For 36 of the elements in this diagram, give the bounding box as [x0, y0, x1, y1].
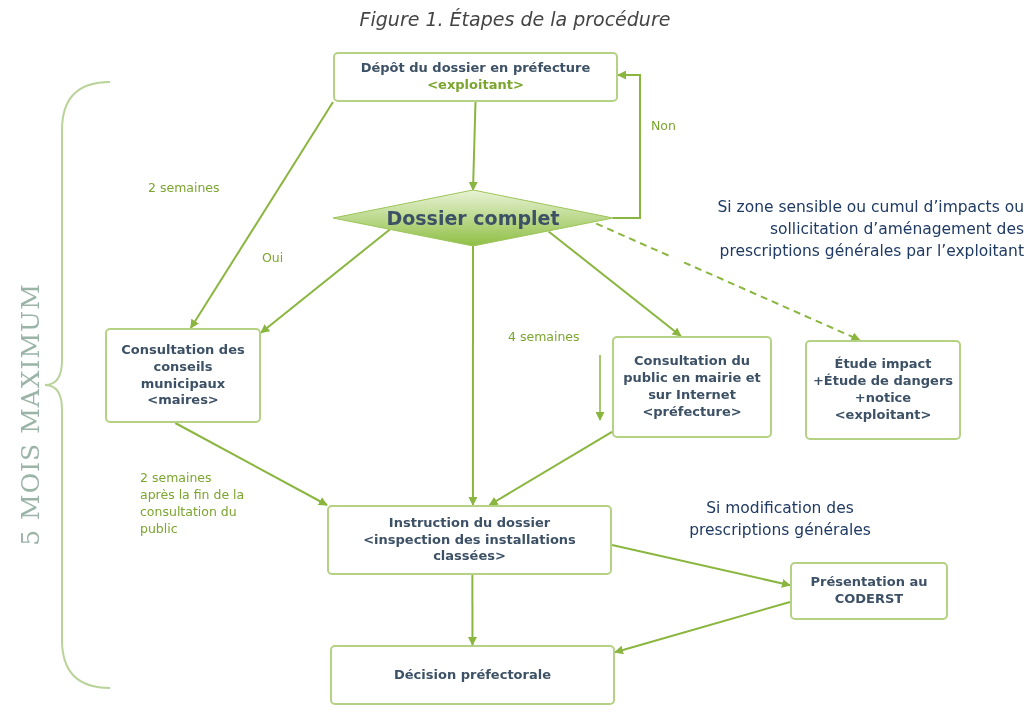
node-text: Instruction du dossier [388, 514, 551, 532]
process-box [105, 328, 261, 423]
process-box [612, 336, 772, 438]
arrow [611, 543, 791, 588]
node-text: Consultation du public en mairie et sur Internet [622, 353, 762, 404]
node-text: <exploitant> [427, 77, 524, 94]
arrow [468, 245, 478, 506]
process-box [333, 52, 618, 102]
process-box [805, 340, 961, 440]
duration-label: 4 semaines [508, 329, 580, 346]
arrow [488, 430, 613, 506]
process-box [327, 505, 612, 575]
node-text: <exploitant> [834, 406, 932, 424]
node-text: <inspection des installations classées> [362, 531, 577, 566]
node-text: Dossier complet [386, 205, 560, 231]
arrow [468, 574, 477, 646]
arrow [174, 422, 328, 506]
arrow [468, 101, 478, 191]
node-text: Présentation au CODERST [809, 574, 929, 608]
node-text: <préfecture> [642, 403, 742, 421]
node-text: Consultation des conseils municipaux [120, 341, 246, 393]
arrow [612, 70, 641, 219]
arrow [614, 601, 791, 655]
node-text: Décision préfectorale [394, 666, 551, 684]
decision-diamond [333, 190, 613, 246]
node-text: <maires> [147, 392, 219, 410]
process-box [790, 562, 948, 620]
process-box [330, 645, 615, 705]
vertical-label: 5 MOIS MAXIMUM [15, 282, 45, 548]
arrow [595, 222, 861, 341]
figure-title: Figure 1. Étapes de la procédure [358, 8, 672, 30]
node-text: Dépôt du dossier en préfecture [360, 60, 591, 77]
node-text: Étude impact +Étude de dangers +notice [811, 356, 955, 407]
arrow [260, 228, 392, 334]
arrow [547, 230, 682, 337]
arrow [189, 101, 334, 329]
